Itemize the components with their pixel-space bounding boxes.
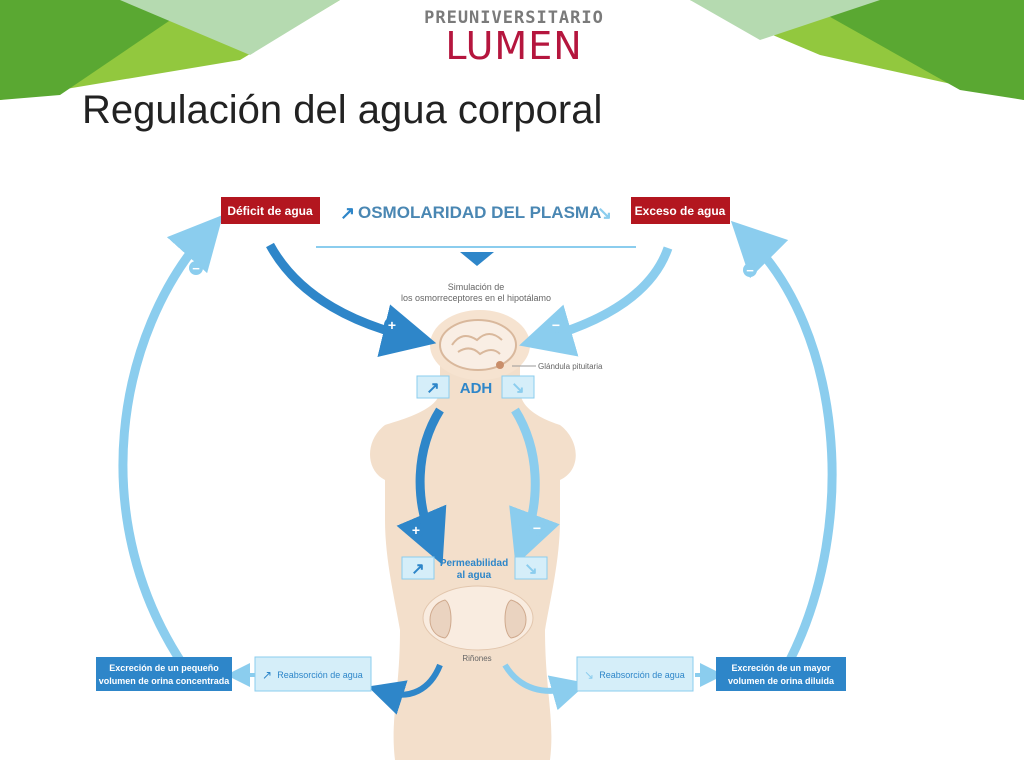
svg-text:volumen de orina concentrada: volumen de orina concentrada xyxy=(99,676,231,686)
exceso-to-brain-arrow xyxy=(519,246,673,357)
svg-text:−: − xyxy=(192,261,200,276)
adh-up-arrow xyxy=(396,407,447,565)
heading-triangle xyxy=(460,252,494,266)
svg-text:−: − xyxy=(533,520,541,536)
svg-text:↗: ↗ xyxy=(411,561,424,578)
svg-text:↗: ↗ xyxy=(262,668,272,682)
banner-left-pale xyxy=(120,0,340,55)
deficit-box: Déficit de agua xyxy=(221,197,320,224)
kidneys-label: Riñones xyxy=(462,654,491,663)
reabsorption-right-box: ↘ Reabsorción de agua xyxy=(576,656,694,692)
kidney-right-arrow xyxy=(502,663,588,711)
svg-text:Reabsorción de agua: Reabsorción de agua xyxy=(599,670,685,680)
svg-text:Reabsorción de agua: Reabsorción de agua xyxy=(277,670,363,680)
svg-text:+: + xyxy=(412,522,420,538)
permeability-label-1: Permeabilidad xyxy=(440,558,508,569)
svg-text:volumen de orina diluida: volumen de orina diluida xyxy=(728,676,835,686)
slide-title: Regulación del agua corporal xyxy=(82,88,603,132)
svg-text:Déficit de agua: Déficit de agua xyxy=(227,204,313,218)
minus-sign-right: − xyxy=(743,263,757,278)
perm-down-box: ↘ xyxy=(514,556,548,580)
banner-right-dark xyxy=(800,0,1024,100)
osmolaridad-heading: OSMOLARIDAD DEL PLASMA xyxy=(358,203,601,222)
heading-arrow-down: ↘ xyxy=(597,203,612,223)
minus-sign-left: − xyxy=(189,261,203,276)
banner-right-pale xyxy=(690,0,880,40)
svg-text:−: − xyxy=(746,263,754,278)
svg-text:Excreción de un mayor: Excreción de un mayor xyxy=(731,663,831,673)
kidney-left-arrow xyxy=(367,663,443,715)
svg-text:↘: ↘ xyxy=(524,561,537,578)
reabsorption-left-box: ↗ Reabsorción de agua xyxy=(254,656,372,692)
excretion-left-box: Excreción de un pequeño volumen de orina… xyxy=(96,657,232,691)
pituitary-label: Glándula pituitaria xyxy=(538,362,603,371)
svg-text:↘: ↘ xyxy=(584,668,594,682)
svg-text:Exceso de agua: Exceso de agua xyxy=(635,204,726,218)
banner-left-dark xyxy=(0,0,200,100)
minus-sign-top: − xyxy=(548,317,564,333)
plus-sign-top: + xyxy=(384,317,400,333)
adh-down-box: ↘ xyxy=(501,375,535,399)
left-feedback-arrow xyxy=(118,214,223,678)
svg-text:↗: ↗ xyxy=(426,380,439,397)
heading-arrow-up: ↗ xyxy=(340,203,355,223)
adh-label: ADH xyxy=(460,380,493,397)
svg-text:↘: ↘ xyxy=(511,380,524,397)
right-feedback-arrow xyxy=(730,220,837,663)
svg-text:Excreción de un pequeño: Excreción de un pequeño xyxy=(109,663,219,673)
brain-illustration xyxy=(439,319,517,371)
logo-main-text: LUMEN xyxy=(445,24,583,68)
permeability-label-2: al agua xyxy=(457,570,492,581)
adh-up-box: ↗ xyxy=(416,375,450,399)
logo-top-text: PREUNIVERSITARIO xyxy=(424,8,604,28)
svg-text:+: + xyxy=(388,317,396,333)
plus-sign-mid: + xyxy=(408,522,424,538)
excretion-right-box: Excreción de un mayor volumen de orina d… xyxy=(716,657,846,691)
simulation-label-1: Simulación de xyxy=(448,282,505,292)
perm-up-box: ↗ xyxy=(401,556,435,580)
kidneys-illustration xyxy=(422,585,534,651)
svg-text:−: − xyxy=(552,317,560,333)
header-banner xyxy=(0,0,1024,100)
exceso-box: Exceso de agua xyxy=(631,197,730,224)
simulation-label-2: los osmorreceptores en el hipotálamo xyxy=(401,293,551,303)
minus-sign-mid: − xyxy=(529,520,545,536)
